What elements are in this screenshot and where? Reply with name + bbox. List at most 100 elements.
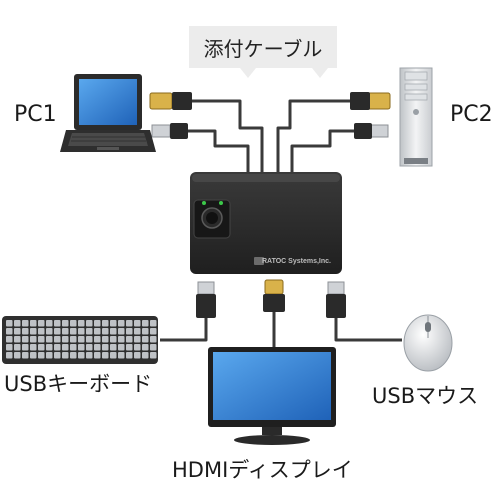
keyboard-key (70, 320, 77, 327)
keyboard-key (94, 328, 101, 335)
keyboard-key (22, 328, 29, 335)
keyboard-key (142, 336, 149, 343)
keyboard-key (14, 328, 21, 335)
keyboard-key (54, 344, 61, 351)
keyboard-key (110, 328, 117, 335)
mouse-usb-connector-icon (326, 281, 346, 318)
keyboard-key (150, 344, 157, 351)
keyboard-key (142, 352, 149, 359)
pc1-usb-connector-icon (151, 123, 188, 139)
keyboard-key (110, 320, 117, 327)
callout-pointer-left (240, 68, 256, 78)
keyboard-key (54, 320, 61, 327)
keyboard-key (118, 320, 125, 327)
keyboard-key (30, 352, 37, 359)
keyboard-key (62, 344, 69, 351)
keyboard-key (30, 328, 37, 335)
keyboard-key (102, 336, 109, 343)
laptop-icon (60, 74, 156, 152)
keyboard-key (38, 336, 45, 343)
keyboard-key (118, 336, 125, 343)
pc1-hdmi-cable (190, 99, 264, 175)
keyboard-key (30, 344, 37, 351)
keyboard-key (38, 320, 45, 327)
keyboard-key (22, 336, 29, 343)
keyboard-key (94, 352, 101, 359)
monitor-icon (208, 347, 336, 445)
keyboard-key (126, 336, 133, 343)
keyboard-key (46, 344, 53, 351)
keyboard-key (126, 352, 133, 359)
keyboard-key (134, 328, 141, 335)
keyboard-key (110, 344, 117, 351)
pc1-usb-cable (184, 129, 250, 175)
keyboard-key (118, 328, 125, 335)
mouse-icon (403, 314, 453, 372)
keyboard-key (30, 320, 37, 327)
pc2-usb-cable (290, 129, 356, 175)
keyboard-usb-connector-icon (196, 281, 216, 318)
keyboard-key (110, 352, 117, 359)
keyboard-key (78, 328, 85, 335)
keyboard-key (150, 336, 157, 343)
keyboard-key (94, 344, 101, 351)
keyboard-key (102, 328, 109, 335)
keyboard-key (78, 352, 85, 359)
callout-text: 添付ケーブル (203, 36, 323, 61)
keyboard-key (62, 328, 69, 335)
kvm-switch-icon (190, 172, 342, 274)
keyboard-key (86, 336, 93, 343)
keyboard-key (126, 320, 133, 327)
tower-pc-icon (399, 67, 433, 167)
keyboard-key (70, 352, 77, 359)
pc2-hdmi-cable (276, 99, 352, 175)
keyboard-key (86, 320, 93, 327)
display-hdmi-connector-icon (263, 279, 285, 312)
keyboard-key (6, 352, 13, 359)
keyboard-key (46, 352, 53, 359)
keyboard-key (46, 328, 53, 335)
keyboard-key (14, 336, 21, 343)
keyboard-key (54, 328, 61, 335)
keyboard-key (70, 328, 77, 335)
mouse-label: USBマウス (372, 384, 479, 408)
keyboard-key (118, 344, 125, 351)
cables (160, 99, 402, 348)
keyboard-key (46, 320, 53, 327)
keyboard-cable (160, 318, 208, 342)
keyboard-key (62, 352, 69, 359)
keyboard-label: USBキーボード (4, 372, 153, 396)
keyboard-key (14, 352, 21, 359)
keyboard-key (134, 344, 141, 351)
keyboard-key (38, 352, 45, 359)
keyboard-key (54, 336, 61, 343)
keyboard-key (6, 320, 13, 327)
keyboard-key (6, 336, 13, 343)
keyboard-key (22, 320, 29, 327)
display-label: HDMIディスプレイ (172, 458, 353, 482)
keyboard-key (102, 352, 109, 359)
keyboard-key (70, 336, 77, 343)
keyboard-key (142, 344, 149, 351)
keyboard-key (54, 352, 61, 359)
keyboard-key (62, 320, 69, 327)
brand-text: RATOC Systems,Inc. (262, 258, 331, 265)
keyboard-key (142, 320, 149, 327)
pc2-usb-connector-icon (354, 123, 389, 139)
keyboard-key (62, 336, 69, 343)
keyboard-key (86, 352, 93, 359)
keyboard-key (102, 320, 109, 327)
keyboard-key (14, 344, 21, 351)
keyboard-key (78, 344, 85, 351)
keyboard-key (86, 344, 93, 351)
keyboard-key (150, 320, 157, 327)
keyboard-key (102, 344, 109, 351)
keyboard-key (94, 336, 101, 343)
callout-pointer-right (312, 68, 328, 78)
keyboard-key (126, 344, 133, 351)
pc1-label: PC1 (14, 102, 57, 127)
pc1-hdmi-connector-icon (149, 92, 192, 110)
keyboard-key (134, 352, 141, 359)
